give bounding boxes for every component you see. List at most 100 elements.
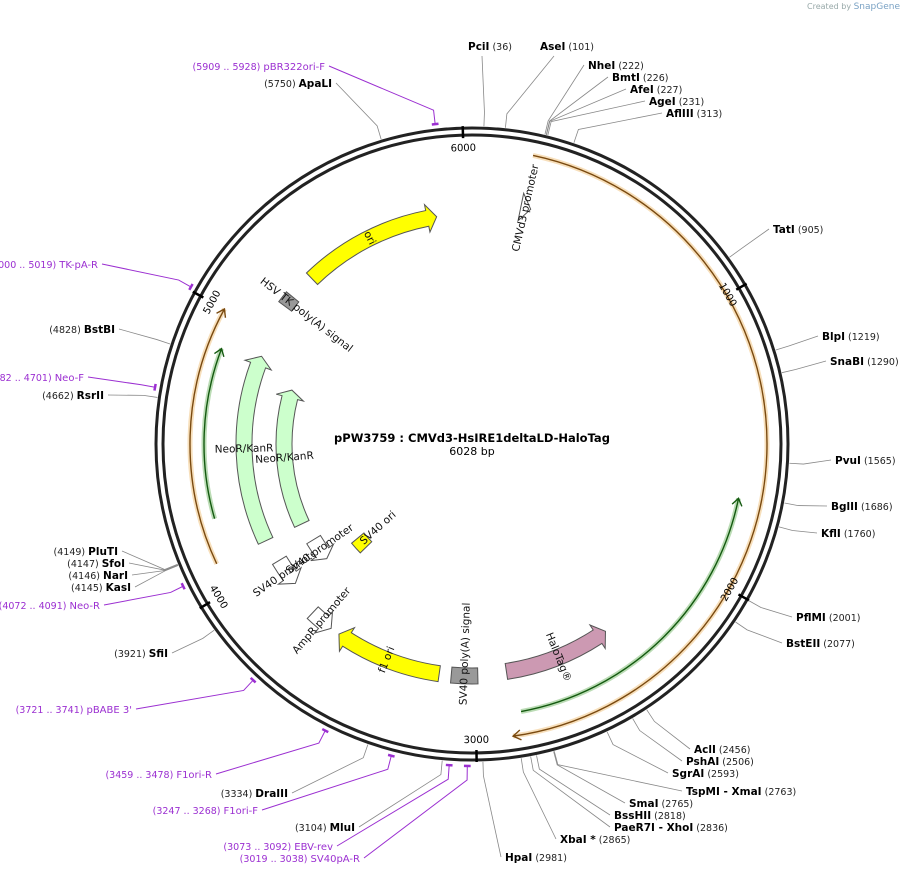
primer-leader-line	[215, 730, 326, 775]
restriction-site[interactable]: KflI (1760)	[821, 528, 875, 540]
primer-range: (5000 .. 5019)	[0, 260, 59, 271]
restriction-site[interactable]: TatI (905)	[773, 224, 823, 236]
feature-label: CMVd3 promoter	[510, 163, 542, 253]
feature-label: ori	[361, 229, 378, 247]
restriction-site[interactable]: (4149) PluTI	[54, 546, 118, 558]
site-position: (3104)	[295, 823, 330, 834]
restriction-site[interactable]: PvuI (1565)	[835, 455, 896, 467]
restriction-site[interactable]: (4145) KasI	[71, 582, 131, 594]
restriction-site[interactable]: (4828) BstBI	[49, 324, 115, 336]
backbone-outer-ring	[154, 126, 790, 762]
restriction-site[interactable]: NheI (222)	[588, 60, 644, 72]
site-position: (3334)	[221, 789, 256, 800]
site-position: (2763)	[762, 787, 797, 798]
primer-label[interactable]: (3073 .. 3092) EBV-rev	[223, 842, 333, 853]
site-position: (3921)	[114, 649, 149, 660]
primer-leader-line	[336, 765, 450, 847]
restriction-site[interactable]: BlpI (1219)	[822, 331, 880, 343]
site-name: SnaBI	[830, 356, 864, 368]
restriction-site[interactable]: AgeI (231)	[649, 96, 704, 108]
site-position: (1290)	[864, 357, 899, 368]
primer-label[interactable]: (5000 .. 5019) TK-pA-R	[0, 260, 98, 271]
restriction-site[interactable]: TspMI - XmaI (2763)	[686, 786, 796, 798]
plasmid-title: pPW3759 : CMVd3-HsIRE1deltaLD-HaloTag	[334, 431, 610, 445]
site-position: (1686)	[858, 502, 893, 513]
primer-leader-line	[261, 755, 392, 811]
orf-line	[512, 154, 768, 737]
primer-name: pBABE 3'	[86, 705, 132, 716]
site-name: PluTI	[88, 546, 118, 558]
site-leader-line	[358, 760, 443, 828]
site-position: (101)	[565, 42, 594, 53]
restriction-site[interactable]: SmaI (2765)	[629, 798, 693, 810]
restriction-site[interactable]: AflIII (313)	[666, 108, 722, 120]
primer-label[interactable]: (3721 .. 3741) pBABE 3'	[16, 705, 132, 716]
site-leader-line	[781, 360, 827, 374]
feature-ori	[305, 203, 438, 286]
primer-label[interactable]: (3459 .. 3478) F1ori-R	[105, 770, 212, 781]
site-leader-line	[520, 758, 557, 840]
restriction-site[interactable]: (4146) NarI	[68, 570, 128, 582]
snapgene-credit: Created by SnapGene	[807, 2, 900, 12]
primers-layer: (5909 .. 5928) pBR322ori-F (5000 .. 5019)…	[0, 62, 471, 865]
primer-range: (3073 .. 3092)	[223, 842, 294, 853]
site-leader-line	[789, 459, 832, 465]
restriction-site[interactable]: PflMI (2001)	[796, 612, 860, 624]
primer-label[interactable]: (3019 .. 3038) SV40pA-R	[240, 854, 360, 865]
restriction-site[interactable]: BstEII (2077)	[786, 638, 855, 650]
restriction-site[interactable]: (5750) ApaLI	[264, 78, 332, 90]
restriction-site[interactable]: HpaI (2981)	[505, 852, 567, 864]
site-name: HpaI	[505, 852, 532, 864]
feature-ampr-promoter	[306, 606, 334, 634]
site-position: (5750)	[264, 79, 299, 90]
primer-label[interactable]: (3247 .. 3268) F1ori-F	[153, 806, 259, 817]
site-name: AclI	[694, 744, 716, 756]
restriction-site[interactable]: AclI (2456)	[694, 744, 750, 756]
restriction-site[interactable]: (4147) SfoI	[67, 558, 125, 570]
restriction-site[interactable]: PshAI (2506)	[686, 756, 754, 768]
restriction-site[interactable]: SnaBI (1290)	[830, 356, 899, 368]
primer-mark	[431, 122, 439, 126]
site-name: AgeI	[649, 96, 676, 108]
feature-neor-kanr-2	[275, 389, 310, 528]
feature-sv40-poly-a-signal	[449, 666, 479, 685]
primer-label[interactable]: (5909 .. 5928) pBR322ori-F	[193, 62, 326, 73]
tick-mark	[735, 282, 748, 291]
primer-leader-line	[135, 679, 254, 710]
restriction-site[interactable]: (3921) SfiI	[114, 648, 168, 660]
restriction-site[interactable]: PciI (36)	[468, 41, 512, 53]
restriction-site[interactable]: PaeR7I - XhoI (2836)	[614, 822, 728, 834]
site-position: (313)	[694, 109, 723, 120]
site-name: BstBI	[84, 324, 115, 336]
site-name: SfiI	[149, 648, 168, 660]
orf-line	[520, 498, 740, 713]
feature-label: SV40 ori	[358, 509, 399, 547]
site-leader-line	[547, 100, 646, 136]
restriction-site[interactable]: AfeI (227)	[630, 84, 682, 96]
site-leader-line	[335, 82, 382, 140]
restriction-site[interactable]: BmtI (226)	[612, 72, 668, 84]
site-position: (2506)	[719, 757, 754, 768]
site-leader-line	[729, 228, 770, 258]
restriction-site[interactable]: AseI (101)	[540, 41, 594, 53]
site-name: DraIII	[255, 788, 288, 800]
backbone-inner-ring	[161, 133, 783, 755]
restriction-site[interactable]: BssHII (2818)	[614, 810, 686, 822]
primer-leader-line	[101, 263, 192, 288]
restriction-site[interactable]: (3334) DraIII	[221, 788, 288, 800]
feature-neor-kanr-1	[235, 355, 274, 545]
primer-label[interactable]: (4072 .. 4091) Neo-R	[0, 601, 100, 612]
restriction-site[interactable]: BglII (1686)	[831, 501, 893, 513]
site-name: BmtI	[612, 72, 640, 84]
site-leader-line	[128, 562, 179, 571]
restriction-site[interactable]: (3104) MluI	[295, 822, 355, 834]
feature-label: HSV TK poly(A) signal	[258, 275, 355, 354]
sites-layer: PciI (36)AseI (101)NheI (222)BmtI (226)A…	[42, 41, 899, 864]
site-leader-line	[171, 629, 215, 654]
restriction-site[interactable]: XbaI * (2865)	[560, 834, 630, 846]
site-name: BssHII	[614, 810, 651, 822]
restriction-site[interactable]: SgrAI (2593)	[672, 768, 739, 780]
primer-label[interactable]: (4682 .. 4701) Neo-F	[0, 373, 84, 384]
restriction-site[interactable]: (4662) RsrII	[42, 390, 104, 402]
